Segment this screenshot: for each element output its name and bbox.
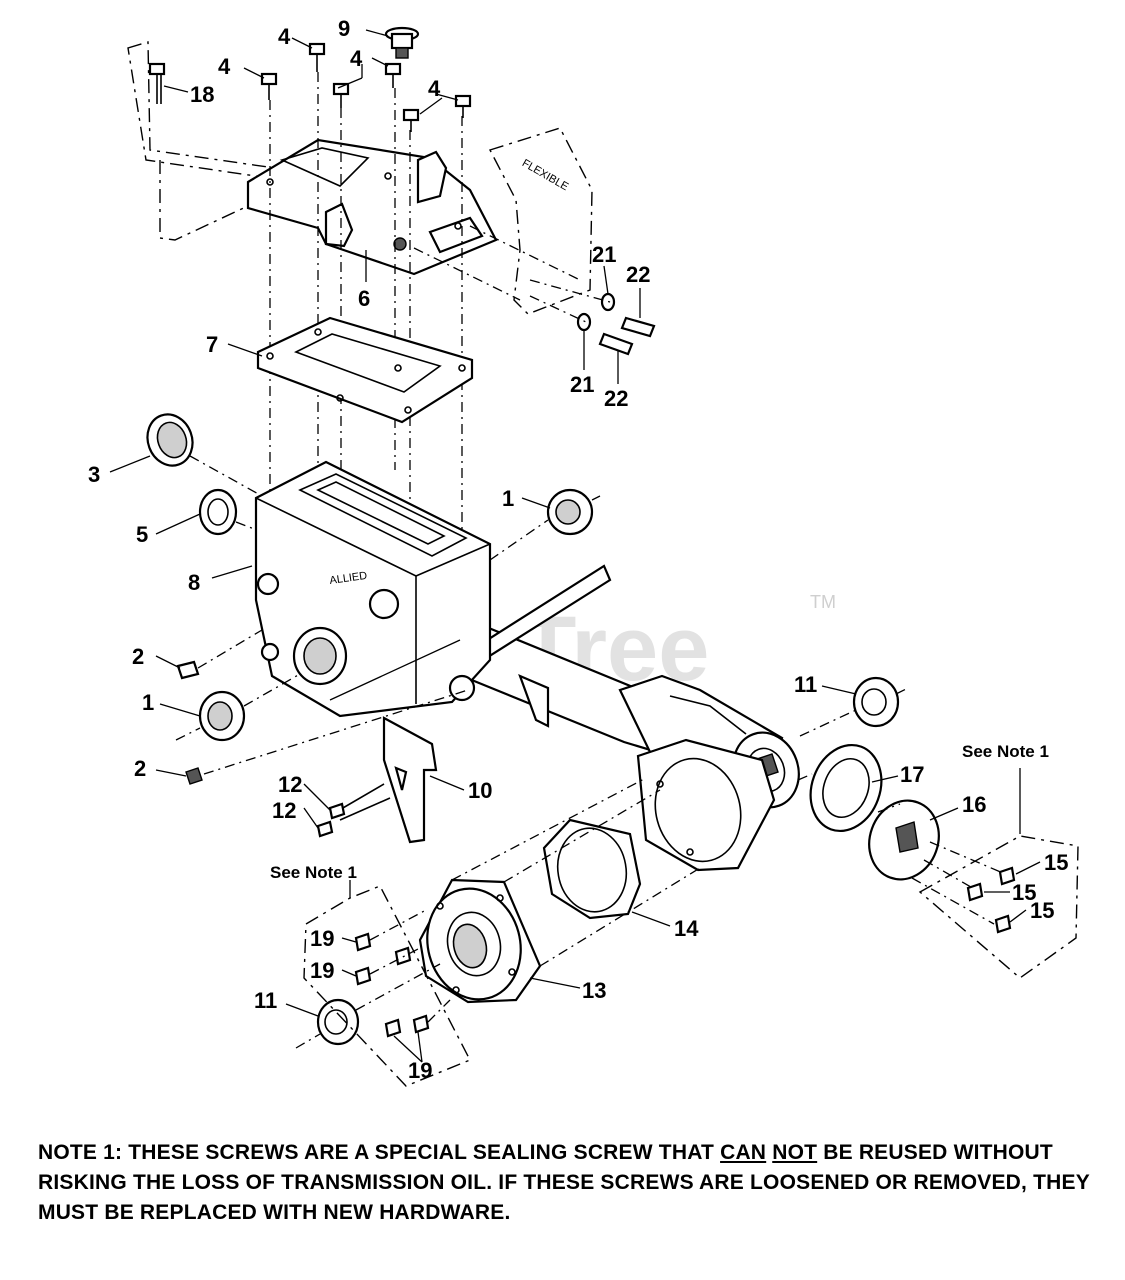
alignment-lines [269, 72, 581, 540]
screws-12 [316, 802, 346, 838]
gear-housing-flange [636, 738, 776, 872]
callout-21: 21 [570, 372, 594, 397]
note-1: NOTE 1: THESE SCREWS ARE A SPECIAL SEALI… [38, 1138, 1098, 1228]
shield-ghost: FLEXIBLE [488, 127, 593, 315]
screws-19 [354, 909, 451, 1038]
callout-13: 13 [582, 978, 606, 1003]
callout-21: 21 [592, 242, 616, 267]
cover-plate [246, 138, 498, 276]
watermark-tm: TM [810, 592, 836, 612]
gasket-top [256, 316, 474, 424]
gasket-17 [797, 743, 883, 833]
transmission-housing: ALLIED [254, 460, 492, 718]
note-can: CAN [720, 1141, 767, 1164]
callout-12: 12 [272, 798, 296, 823]
callout-16: 16 [962, 792, 986, 817]
bolts-4 [260, 42, 472, 132]
callout-2: 2 [134, 756, 146, 781]
callout-18: 18 [190, 82, 214, 107]
leader-lines [109, 29, 1041, 1063]
callout-22: 22 [604, 386, 628, 411]
bolt-18 [148, 62, 166, 104]
callout-3: 3 [88, 462, 100, 487]
seal-11-top [799, 676, 909, 737]
callout-4: 4 [428, 76, 441, 101]
callout-11: 11 [794, 672, 817, 697]
see-note-right: See Note 1 [962, 742, 1049, 761]
callout-19: 19 [310, 958, 334, 983]
callout-22: 22 [626, 262, 650, 287]
callouts: 4 9 4 4 4 4 18 6 7 3 5 8 1 2 1 2 12 12 1… [88, 16, 1068, 1083]
callout-11: 11 [254, 988, 277, 1013]
callout-5: 5 [136, 522, 148, 547]
callout-19: 19 [408, 1058, 432, 1083]
callout-6: 6 [358, 286, 370, 311]
callout-4: 4 [278, 24, 291, 49]
vent-plug [384, 26, 420, 59]
screws-15 [966, 866, 1016, 934]
note-group-right [918, 768, 1079, 979]
callout-1: 1 [142, 690, 154, 715]
note-group-left [303, 880, 471, 1087]
callout-4: 4 [218, 54, 231, 79]
callout-8: 8 [188, 570, 200, 595]
screws-2 [176, 629, 469, 785]
gasket-14 [542, 818, 642, 920]
seal-11-bottom [295, 963, 441, 1049]
callout-1: 1 [502, 486, 514, 511]
note-text-part1: NOTE 1: THESE SCREWS ARE A SPECIAL SEALI… [38, 1141, 721, 1164]
callout-9: 9 [338, 16, 350, 41]
svg-text:ALLIED: ALLIED [329, 570, 368, 587]
callout-19: 19 [310, 926, 334, 951]
callout-7: 7 [206, 332, 218, 357]
note-not: NOT [772, 1141, 818, 1164]
end-cover-16 [868, 799, 1011, 925]
see-note-left: See Note 1 [270, 863, 357, 882]
seal-5 [198, 488, 263, 536]
washers-and-bolts-right [529, 279, 656, 356]
bearing-1-bottom [175, 673, 301, 742]
callout-15: 15 [1030, 898, 1054, 923]
callout-2: 2 [132, 644, 144, 669]
callout-4: 4 [350, 46, 363, 71]
bracket-10 [335, 716, 438, 844]
callout-15: 15 [1012, 880, 1036, 905]
callout-12: 12 [278, 772, 302, 797]
seal-3 [146, 413, 263, 497]
callout-17: 17 [900, 762, 924, 787]
housing-cap-13 [418, 777, 701, 1004]
bearing-1-top [489, 488, 601, 561]
callout-10: 10 [468, 778, 492, 803]
callout-14: 14 [674, 916, 699, 941]
note-text-part2: BE REUSED WITHOUT RISKING THE LOSS OF TR… [38, 1141, 1090, 1224]
svg-text:FLEXIBLE: FLEXIBLE [520, 157, 570, 193]
callout-15: 15 [1044, 850, 1068, 875]
